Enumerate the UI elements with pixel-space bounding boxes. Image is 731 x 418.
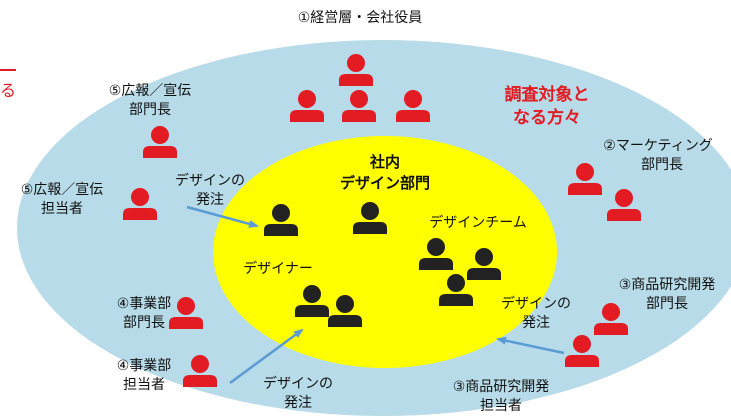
- order-rd-label-line1: デザインの: [501, 296, 571, 312]
- biz-manager-label-line1: ④事業部: [116, 296, 172, 312]
- marketing-label-line2: 部門長: [641, 157, 683, 173]
- executives-label: ①経営層・会社役員: [297, 10, 423, 26]
- pr-staff-label-line1: ⑤広報／宣伝: [20, 182, 104, 198]
- designer-label: デザイナー: [243, 261, 313, 277]
- design-team-label: デザインチーム: [429, 215, 527, 231]
- order-pr-label-line1: デザインの: [175, 173, 245, 189]
- inhouse-label-line1: 社内: [369, 153, 400, 171]
- order-biz-label-line2: 発注: [284, 395, 312, 411]
- biz-manager-label-line2: 部門長: [123, 315, 165, 331]
- arrow-biz-order: [229, 328, 304, 385]
- target-label-line2: なる方々: [513, 108, 581, 128]
- order-pr-label-line2: 発注: [196, 192, 224, 208]
- rd-staff-label-line2: 担当者: [480, 398, 522, 414]
- rd-manager-label-line2: 部門長: [646, 296, 688, 312]
- arrow-pr-order: [186, 205, 259, 228]
- order-biz-label-line1: デザインの: [263, 376, 333, 392]
- target-label-line1: 調査対象と: [504, 85, 590, 105]
- rd-staff-label-line1: ③商品研究開発: [452, 379, 550, 395]
- arrow-rd-order: [496, 336, 565, 355]
- pr-staff-label-line2: 担当者: [41, 201, 83, 217]
- order-rd-label-line2: 発注: [522, 315, 550, 331]
- rd-manager-label-line1: ③商品研究開発: [618, 277, 716, 293]
- biz-staff-label-line2: 担当者: [123, 377, 165, 393]
- pr-manager-label-line2: 部門長: [129, 102, 171, 118]
- biz-staff-label-line1: ④事業部: [116, 358, 172, 374]
- marketing-label-line1: ②マーケティング: [603, 138, 713, 154]
- inhouse-label-line2: デザイン部門: [339, 174, 430, 192]
- edge-fragment-text: る: [0, 81, 17, 100]
- pr-manager-label-line1: ⑤広報／宣伝: [108, 83, 192, 99]
